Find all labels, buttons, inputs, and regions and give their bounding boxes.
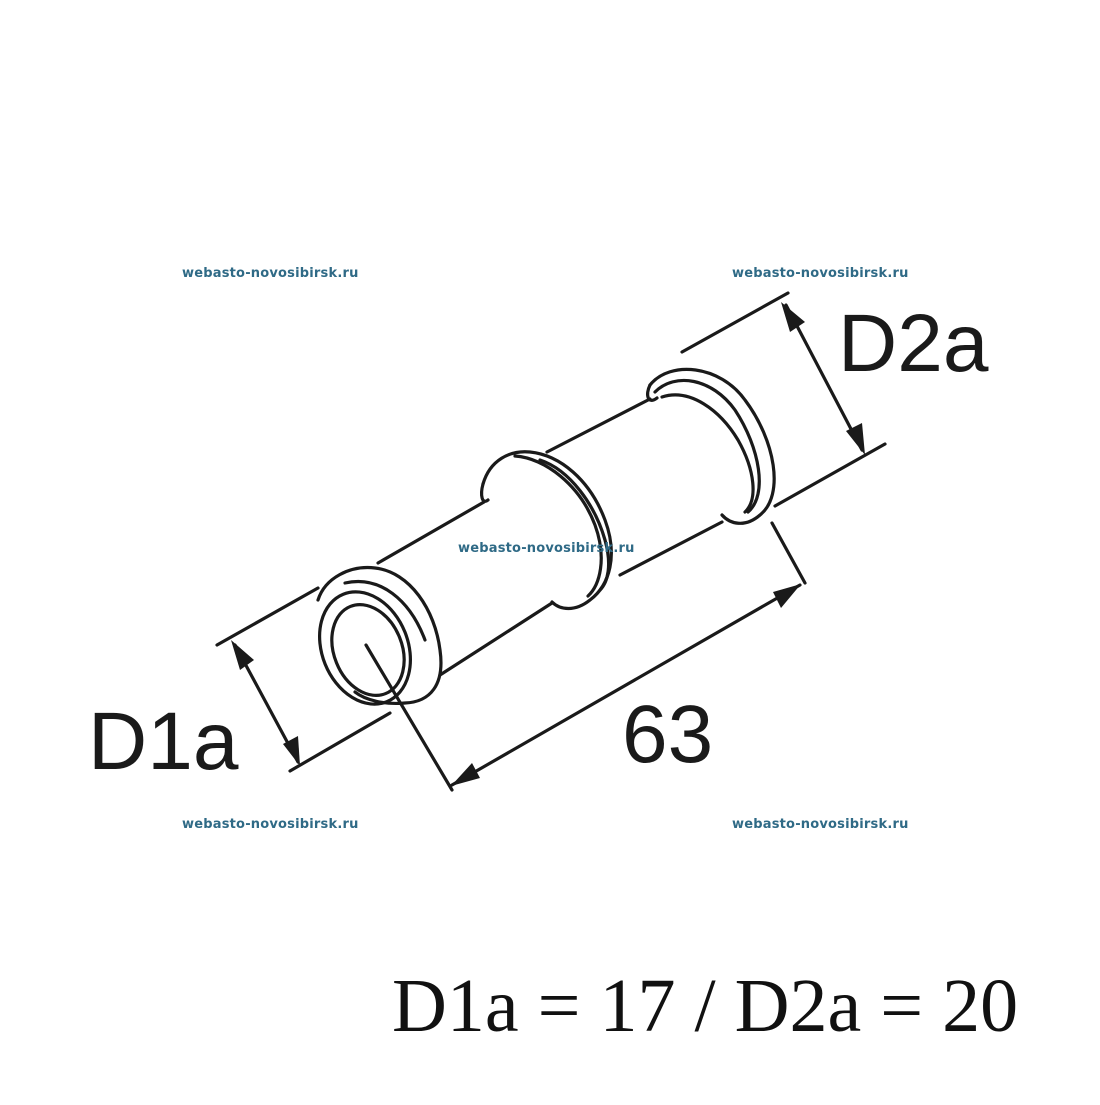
- watermark-bottom-left: webasto-novosibirsk.ru: [182, 817, 359, 832]
- length-label: 63: [622, 689, 714, 780]
- d2-dimension-line: [784, 303, 864, 452]
- body-top-right: [545, 397, 652, 454]
- d1a-label: D1a: [88, 696, 239, 787]
- length-arrow-left: [451, 763, 480, 786]
- length-dimension-line: [450, 583, 802, 787]
- d2-arrow-bottom: [846, 423, 865, 455]
- d2a-label: D2a: [838, 298, 989, 389]
- watermark-top-left: webasto-novosibirsk.ru: [182, 266, 359, 281]
- watermark-top-right: webasto-novosibirsk.ru: [732, 266, 909, 281]
- d1-arrow-bottom: [283, 736, 300, 766]
- watermark-bottom-right: webasto-novosibirsk.ru: [732, 817, 909, 832]
- d1-extension-bottom: [288, 711, 392, 773]
- left-end-ring: [316, 565, 443, 706]
- d1-extension-top: [215, 586, 320, 647]
- d1-arrow-top: [231, 640, 254, 670]
- right-end-ring: [646, 367, 776, 525]
- length-extension-right: [770, 521, 807, 585]
- d2-extension-bottom: [773, 442, 887, 508]
- body-bottom-right: [618, 520, 724, 577]
- d2-arrow-top: [781, 302, 805, 332]
- body-bottom-left: [438, 601, 554, 677]
- middle-ring: [480, 450, 613, 611]
- length-arrow-right: [773, 584, 801, 608]
- center-axis-line: [364, 643, 454, 792]
- arrowheads: [231, 302, 865, 786]
- watermark-center: webasto-novosibirsk.ru: [458, 541, 635, 556]
- d2-extension-top: [680, 291, 790, 354]
- dimension-formula-caption: D1a = 17 / D2a = 20: [392, 964, 1019, 1048]
- body-top-left: [376, 500, 486, 565]
